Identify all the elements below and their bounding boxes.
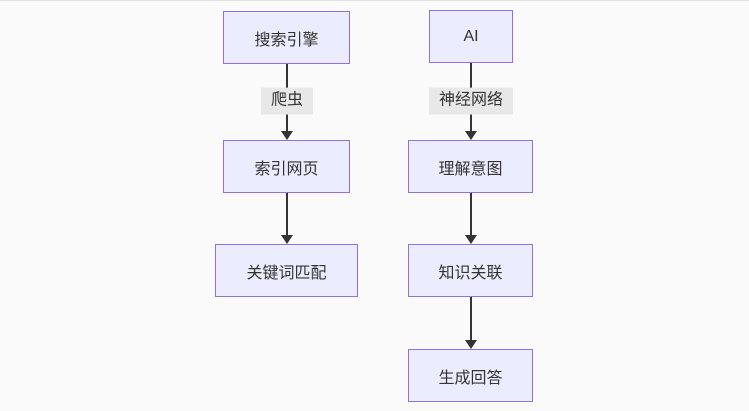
node-generate-answer: 生成回答 [408,349,533,402]
arrowhead-icon [281,131,293,140]
node-ai: AI [429,10,513,63]
arrowhead-icon [465,340,477,349]
node-index-webpages: 索引网页 [223,140,350,193]
edge-label-neural-network: 神经网络 [428,87,514,115]
arrowhead-icon [281,235,293,244]
edge-understand-intent-to-knowledge-link [470,193,472,236]
node-understand-intent: 理解意图 [408,140,533,193]
arrowhead-icon [465,235,477,244]
edge-label-crawler: 爬虫 [260,87,314,115]
edge-knowledge-link-to-generate-answer [470,297,472,341]
node-keyword-matching: 关键词匹配 [215,244,358,297]
node-search-engine: 搜索引擎 [223,11,350,64]
arrowhead-icon [465,131,477,140]
node-knowledge-association: 知识关联 [408,244,533,297]
edge-index-to-keyword-match [286,193,288,236]
